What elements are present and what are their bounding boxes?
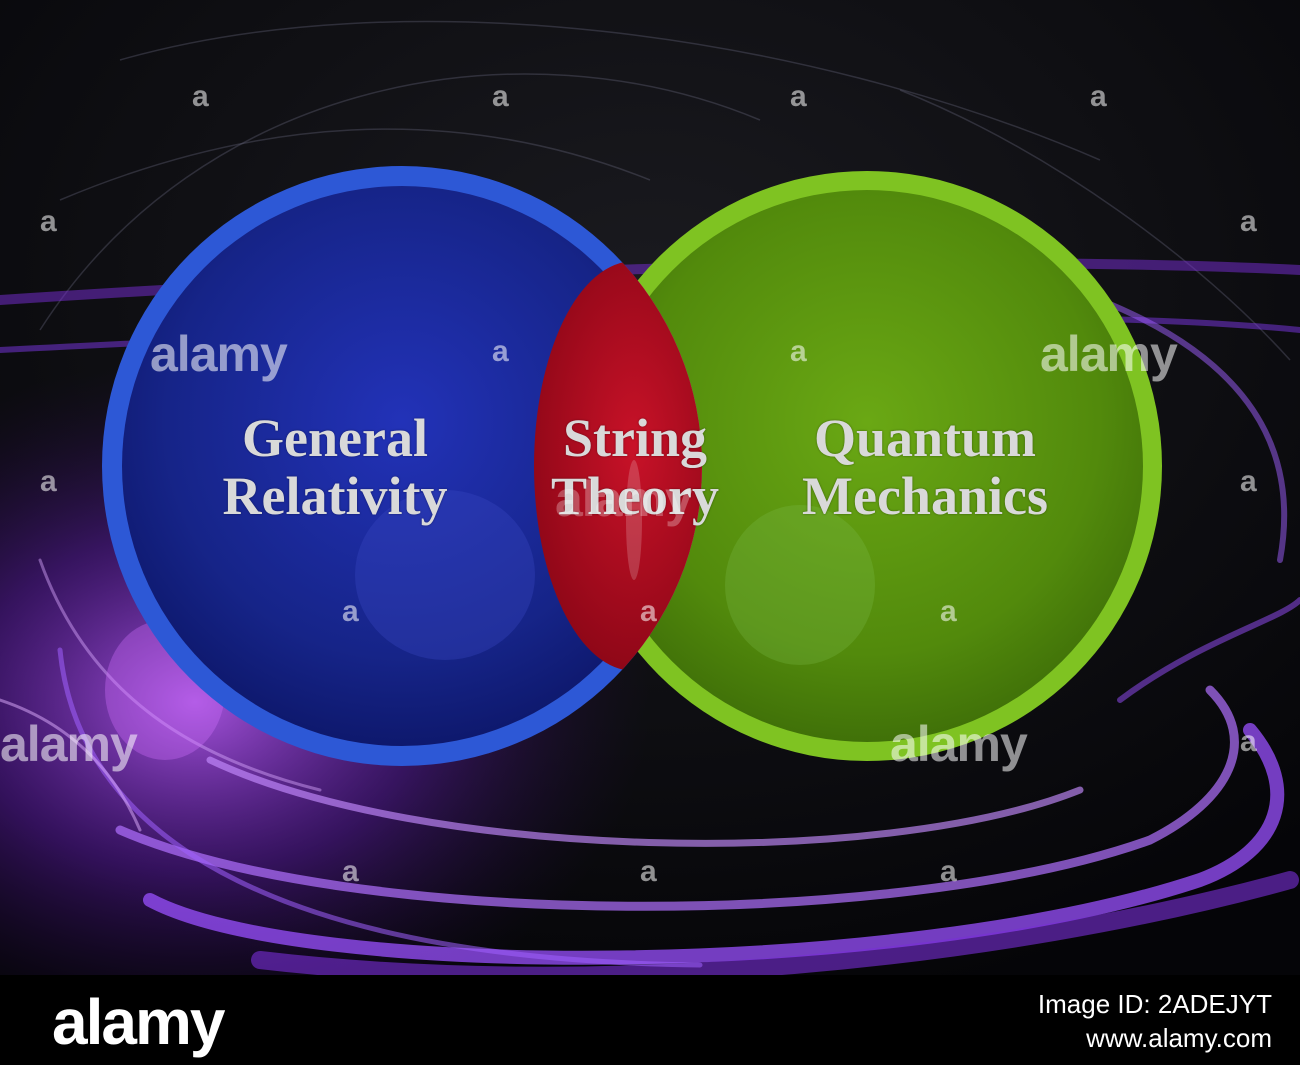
footer-meta: Image ID: 2ADEJYT www.alamy.com (1038, 987, 1272, 1055)
watermark: alamy (890, 716, 1028, 772)
watermark-mark: a (640, 855, 657, 888)
quantum-mechanics-label: Quantum Mechanics (802, 408, 1048, 526)
watermark-mark: a (342, 595, 359, 628)
watermark: alamy (555, 471, 693, 527)
watermark-mark: a (1240, 725, 1257, 758)
quantum-mechanics-circle (572, 171, 1162, 761)
watermark-mark: a (940, 595, 957, 628)
general-relativity-circle (102, 166, 702, 766)
footer-bar: alamy Image ID: 2ADEJYT www.alamy.com (0, 975, 1300, 1065)
general-relativity-label: General Relativity (222, 408, 448, 526)
site-url: www.alamy.com (1086, 1023, 1272, 1053)
watermark-mark: a (640, 595, 657, 628)
watermark-mark: a (492, 335, 509, 368)
venn-diagram-artwork (0, 0, 1300, 975)
watermark: alamy (1040, 326, 1178, 382)
watermark-mark: a (492, 80, 509, 113)
watermark-mark: a (192, 80, 209, 113)
watermark: alamy (0, 716, 138, 772)
watermark-mark: a (790, 80, 807, 113)
watermark-mark: a (940, 855, 957, 888)
watermark-mark: a (790, 335, 807, 368)
watermark: alamy (150, 326, 288, 382)
watermark-mark: a (40, 205, 57, 238)
string-theory-label: String Theory (551, 408, 719, 526)
watermark-mark: a (1240, 205, 1257, 238)
watermark-mark: a (1240, 465, 1257, 498)
watermark-mark: a (342, 855, 359, 888)
watermark-mark: a (1090, 80, 1107, 113)
alamy-logo: alamy (52, 986, 225, 1058)
watermark-mark: a (40, 465, 57, 498)
image-id: Image ID: 2ADEJYT (1037, 989, 1272, 1019)
